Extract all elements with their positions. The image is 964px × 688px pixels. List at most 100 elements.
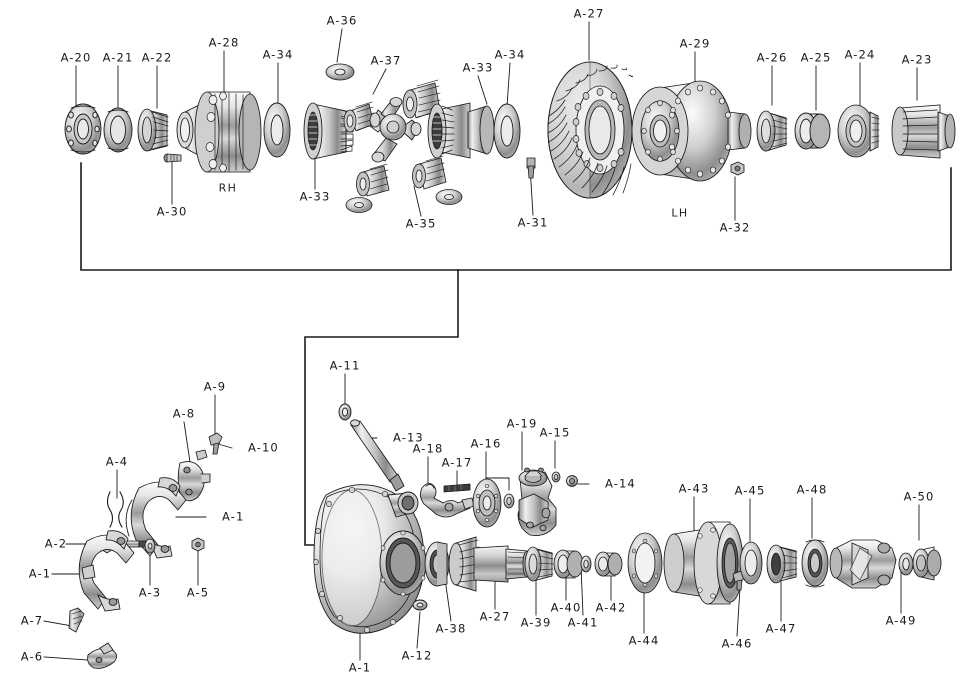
callout-a-22: A-22 [141,50,173,65]
part-a31-bolt [526,157,536,179]
part-a16-bush [503,493,515,509]
callout-a-8: A-8 [172,406,196,421]
callout-a-24: A-24 [844,47,876,62]
part-a39-bearing-cone [524,546,554,582]
part-a14-switch [566,475,578,487]
part-a16-flange-plate [472,478,502,528]
callout-a-48: A-48 [796,482,828,497]
callout-a-26: A-26 [756,50,788,65]
part-a1-carrier-housing [313,484,427,634]
callout-a-1a: A-1 [222,509,245,524]
callout-a-39: A-39 [520,615,552,630]
part-a18-shift-fork [419,483,475,518]
part-a37-spider-cross [369,97,422,163]
callout-a-31: A-31 [517,215,549,230]
callout-a-5: A-5 [186,585,210,600]
part-a6-lock-tab [87,642,117,669]
part-a12-oring [412,599,428,611]
part-a42-spacer [594,551,623,577]
callout-a-9: A-9 [203,379,227,394]
callout-a-30: A-30 [156,204,188,219]
part-a50-nut [912,546,942,581]
callout-a-27l: A-27 [479,609,511,624]
part-a10-spacer [195,449,208,461]
callout-a-4: A-4 [105,454,129,469]
part-a45-seal [739,541,763,585]
part-a49-washer [898,552,914,576]
part-a43-hub [663,521,744,605]
part-a24-bearing [837,104,880,158]
callout-a-38: A-38 [435,621,467,636]
part-a34-thrust-washer-right [493,103,521,159]
part-a29-lh-case [631,80,752,182]
callout-a-36: A-36 [326,13,358,28]
part-a20-bearing [64,103,102,155]
part-a21-cup [103,107,133,153]
part-a44-flange-ring [627,532,663,594]
callout-a-43: A-43 [678,481,710,496]
hand-label-rh: RH [218,181,238,195]
callout-a-47: A-47 [765,621,797,636]
part-a30-bolt [163,153,182,163]
callout-a-18: A-18 [412,441,444,456]
callout-a-15: A-15 [539,425,571,440]
callout-a-35: A-35 [405,216,437,231]
callout-a-19: A-19 [506,416,538,431]
callout-a-42: A-42 [595,600,627,615]
callout-a-34a: A-34 [262,47,294,62]
callout-a-29: A-29 [679,36,711,51]
part-a8-retainer-plate [177,461,211,502]
hand-label-lh: LH [671,206,689,220]
part-a27-drive-pinion [448,536,532,592]
callout-a-3: A-3 [138,585,162,600]
callout-a-21: A-21 [102,50,134,65]
callout-a-2: A-2 [44,536,68,551]
part-a40-bearing-cup [553,549,584,579]
part-a23-splined-shaft [891,104,956,159]
callout-a-37: A-37 [370,53,402,68]
upper-leaders [75,21,918,221]
part-a36-washer [325,63,355,81]
part-a38-bearing [424,541,450,587]
part-a48-seal-assembly [801,539,829,588]
part-a26-bearing-cone [756,110,788,152]
part-a3-washer [144,538,156,554]
part-a7-adjuster-screw [68,607,85,633]
callout-a-6: A-6 [20,649,44,664]
part-a11-oring [338,403,352,421]
part-a5-nut [191,537,205,552]
callout-a-33b: A-33 [462,60,494,75]
part-a19-shift-actuator [517,467,557,536]
callout-a-44: A-44 [628,633,660,648]
callout-a-23: A-23 [901,52,933,67]
callout-a-14: A-14 [605,476,636,491]
part-a47-bearing-cone [766,544,798,584]
callout-a-34b: A-34 [494,47,526,62]
callout-a-17: A-17 [441,455,473,470]
part-a1-bearing-cap-lower [78,530,135,612]
callout-a-7: A-7 [20,613,44,628]
part-a9-bolt [208,432,223,455]
callout-a-13: A-13 [393,430,424,445]
callout-a-1c: A-1 [348,660,372,675]
callout-a-33a: A-33 [299,189,331,204]
part-a27-ring-gear [547,61,633,199]
callout-a-28: A-28 [208,35,240,50]
callout-a-27u: A-27 [573,6,605,21]
callout-a-25: A-25 [800,50,832,65]
part-a32-nut [730,161,745,176]
callout-a-16: A-16 [470,436,502,451]
part-a17-dowel-pin [443,483,471,493]
callout-a-45: A-45 [734,483,766,498]
group-bracket [80,162,952,546]
callout-a-40: A-40 [550,600,582,615]
part-a25-bearing-cup [794,112,831,150]
callout-a-20: A-20 [60,50,92,65]
part-a41-shim [580,555,592,573]
part-a13-breather-pin [350,419,405,492]
part-a50-yoke [829,539,897,589]
part-a4-wire-clip [106,491,124,528]
callout-a-11: A-11 [329,358,361,373]
